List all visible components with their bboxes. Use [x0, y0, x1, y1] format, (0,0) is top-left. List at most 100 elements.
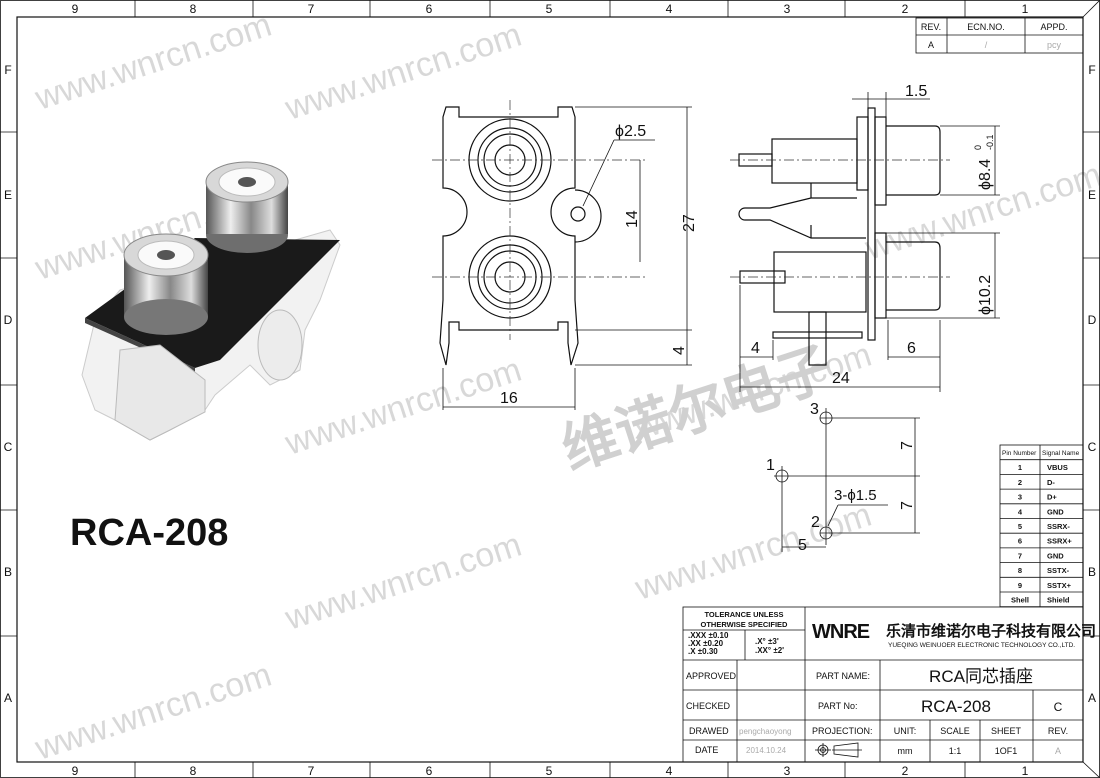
watermark-text: 维诺尔电子 — [554, 335, 840, 483]
column-label: 9 — [72, 2, 79, 16]
product-photo — [81, 161, 341, 441]
tolerance-linear: .XX ±0.20 — [688, 639, 724, 648]
dim-pin-offset: 4 — [751, 340, 760, 357]
pin-label: 2 — [811, 514, 820, 531]
part-no-value: RCA-208 — [921, 697, 991, 716]
column-label: 4 — [666, 764, 673, 778]
dim-height: 27 — [681, 214, 698, 232]
pcb-layout: 3 1 2 7 7 3-ϕ1.5 5 — [766, 401, 920, 554]
dim-leg: 4 — [671, 346, 688, 355]
watermark-text: www.wnrcn.com — [280, 526, 526, 638]
company-logo: WNRE — [812, 621, 870, 643]
dim-pitch: 14 — [624, 210, 641, 228]
row-label: E — [4, 188, 12, 202]
scale-label: SCALE — [940, 726, 970, 736]
column-label: 3 — [784, 2, 791, 16]
front-view: 27 14 4 16 ϕ2.5 — [432, 100, 698, 410]
watermark-text: www.wnrcn.com — [280, 16, 526, 128]
pin-label: 1 — [766, 457, 775, 474]
pin-number: 4 — [1018, 507, 1023, 516]
column-label: 1 — [1022, 2, 1029, 16]
pin-table-header: Signal Name — [1042, 450, 1080, 457]
date-value: 2014.10.24 — [746, 746, 787, 755]
column-label: 6 — [426, 764, 433, 778]
signal-name: Shield — [1047, 596, 1070, 605]
tolerance-angular: .X° ±3' — [755, 637, 779, 646]
row-label: E — [1088, 188, 1096, 202]
row-label: C — [1088, 440, 1097, 454]
pin-number: 6 — [1018, 537, 1022, 546]
dim-hole: ϕ2.5 — [615, 123, 646, 140]
pin-number: 8 — [1018, 566, 1022, 575]
column-label: 8 — [190, 764, 197, 778]
appd-header: APPD. — [1040, 22, 1067, 32]
signal-name: D+ — [1047, 493, 1057, 502]
dim-tol-upper: 0 — [973, 145, 983, 150]
row-label: B — [4, 565, 12, 579]
column-label: 4 — [666, 2, 673, 16]
sheet-label: SHEET — [991, 726, 1022, 736]
column-label: 5 — [546, 2, 553, 16]
watermark-text: www.wnrcn.com — [30, 6, 276, 118]
column-label: 2 — [902, 764, 909, 778]
sheet-value: 1OF1 — [995, 746, 1018, 756]
row-label: C — [4, 440, 13, 454]
rev-value: A — [928, 40, 934, 50]
signal-name: SSRX+ — [1047, 537, 1072, 546]
scale-value: 1:1 — [949, 746, 962, 756]
dim-tol-lower: -0.1 — [985, 134, 995, 150]
product-title: RCA-208 — [70, 512, 228, 554]
dim-flange: 1.5 — [905, 83, 927, 100]
projection-label: PROJECTION: — [812, 726, 873, 736]
company-name-cn: 乐清市维诺尔电子科技有限公司 — [886, 622, 1096, 640]
watermark-text: www.wnrcn.com — [30, 656, 276, 768]
column-label: 8 — [190, 2, 197, 16]
appd-value: pcy — [1047, 40, 1062, 50]
pin-number: 9 — [1018, 581, 1022, 590]
row-label: D — [4, 313, 13, 327]
date-label: DATE — [695, 745, 718, 755]
dim-offset: 5 — [798, 537, 807, 554]
pin-number: 5 — [1018, 522, 1022, 531]
column-label: 7 — [308, 764, 315, 778]
drawed-label: DRAWED — [689, 726, 729, 736]
signal-name: D- — [1047, 478, 1055, 487]
unit-label: UNIT: — [894, 726, 917, 736]
dim-holes: 3-ϕ1.5 — [834, 487, 877, 504]
title-block: TOLERANCE UNLESS OTHERWISE SPECIFIED .XX… — [682, 606, 1096, 763]
dim-dia-bottom: ϕ10.2 — [977, 275, 994, 315]
part-no-label: PART No: — [818, 701, 858, 711]
rev-value: A — [1055, 746, 1061, 756]
ecn-header: ECN.NO. — [967, 22, 1005, 32]
tolerance-title: TOLERANCE UNLESS — [704, 610, 783, 619]
column-label: 9 — [72, 764, 79, 778]
dim-pitch-b: 7 — [899, 501, 916, 510]
part-rev: C — [1054, 700, 1063, 714]
pin-number: Shell — [1011, 596, 1029, 605]
approved-label: APPROVED — [686, 671, 737, 681]
tolerance-angular: .XX° ±2' — [755, 646, 784, 655]
part-name-value: RCA同芯插座 — [929, 667, 1033, 686]
signal-name: GND — [1047, 507, 1064, 516]
signal-name: SSRX- — [1047, 522, 1070, 531]
column-label: 6 — [426, 2, 433, 16]
column-label: 1 — [1022, 764, 1029, 778]
pin-number: 7 — [1018, 551, 1022, 560]
rev-label: REV. — [1048, 726, 1068, 736]
dim-length: 24 — [832, 370, 850, 387]
column-label: 2 — [902, 2, 909, 16]
dim-pitch-a: 7 — [899, 441, 916, 450]
projection-symbol-icon — [815, 742, 862, 758]
signal-name: VBUS — [1047, 463, 1068, 472]
signal-name: GND — [1047, 551, 1064, 560]
ecn-value: / — [985, 40, 988, 50]
row-label: B — [1088, 565, 1096, 579]
pin-number: 1 — [1018, 463, 1022, 472]
checked-label: CHECKED — [686, 701, 731, 711]
drawed-value: pengchaoyong — [739, 727, 792, 736]
row-label: A — [1088, 691, 1096, 705]
watermark-text: www.wnrcn.com — [630, 496, 876, 608]
pin-number: 3 — [1018, 493, 1022, 502]
